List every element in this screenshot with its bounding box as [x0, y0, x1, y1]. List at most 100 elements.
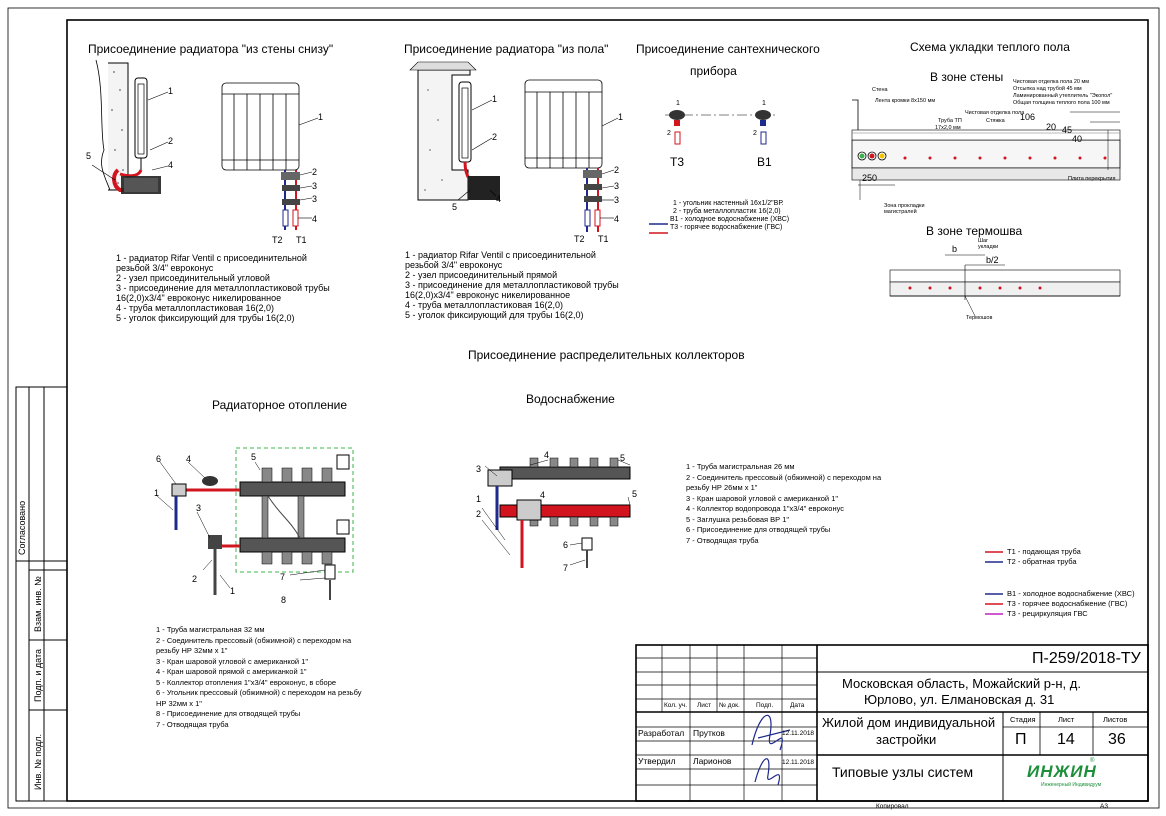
callout-4: 4 [540, 490, 546, 500]
floor-label-pipe: Труба ТП [938, 118, 962, 124]
callout-6: 6 [563, 540, 569, 550]
callout-5: 5 [251, 452, 257, 462]
date-approver: 12.11.2018 [782, 759, 815, 766]
label-t2: Т2 [272, 235, 283, 245]
list-item: 4 - Кран шаровой прямой с американкой 1" [156, 667, 307, 676]
floor-heating-drawing [851, 99, 1121, 317]
list-item: 1 - Труба магистральная 26 мм [686, 462, 795, 471]
callout-2: 2 [312, 167, 318, 177]
list-item: 7 - Отводящая труба [156, 719, 229, 729]
list-item: 1 - Труба магистральная 32 мм [156, 625, 265, 634]
logo-reg: ® [1090, 758, 1095, 764]
col-date: Дата [790, 702, 805, 709]
callout-3: 3 [614, 195, 620, 205]
label-t3: Т3 [670, 155, 685, 169]
callout-7: 7 [280, 572, 286, 582]
label-t1: Т1 [598, 234, 609, 244]
object-line2: застройки [876, 732, 937, 747]
sheet-title: Типовые узлы систем [832, 764, 974, 780]
callout-3: 3 [476, 464, 482, 474]
water-collector-drawing [481, 457, 631, 568]
label-b1: В1 [757, 155, 772, 169]
side-sign-date: Подп. и дата [33, 648, 43, 702]
date-developer: 12.11.2018 [782, 730, 815, 737]
floor-label-step: Шаг укладки [978, 238, 999, 250]
floor-label-slab: Плита перекрытия [1068, 176, 1116, 182]
callout-5: 5 [620, 453, 626, 463]
callout-3: 3 [196, 503, 202, 513]
list-item: 2 - Соединитель прессовый (обжимной) с п… [686, 472, 882, 482]
sanitary-title-line1: Присоединение сантехнического [636, 42, 820, 56]
rad-wall-list: 1 - радиатор Rifar Ventil с присоедините… [116, 253, 330, 323]
rad-floor-title: Присоединение радиатора "из пола" [404, 42, 609, 56]
floor-wall-zone-title: В зоне стены [930, 70, 1004, 84]
floor-label-pipe-size: 17х2,0 мм [935, 125, 961, 131]
list-item: 7 - Отводящая труба [686, 535, 759, 545]
callout-4: 4 [312, 214, 318, 224]
callout-2: 2 [168, 136, 174, 146]
list-item: 3 - присоединение для металлопластиковой… [116, 283, 330, 293]
sanitary-item: В1 - холодное водоснабжение (ХВС) [670, 216, 790, 223]
floor-note: Отсыпка над трубой 45 мм [1013, 86, 1082, 92]
callout-5: 5 [86, 151, 92, 161]
dim-45: 45 [1062, 125, 1073, 135]
sanitary-list: 1 - угольник настенный 16х1/2"ВР. 2 - тр… [670, 200, 790, 232]
radiator-heating-title: Радиаторное отопление [212, 398, 348, 412]
title-block-lines [635, 644, 1149, 802]
list-item: 3 - Кран шаровой угловой с американкой 1… [686, 493, 839, 503]
list-item: 6 - Присоединение для отводящей трубы [686, 525, 831, 534]
callout-4: 4 [168, 160, 174, 170]
address-line2: Юрлово, ул. Елмановская д. 31 [864, 692, 1055, 707]
col-doc: № док. [719, 702, 740, 709]
list-item: 4 - труба металлопластиковая 16(2,0) [405, 300, 564, 310]
heating-list: 1 - Труба магистральная 32 мм 2 - Соедин… [156, 625, 361, 730]
sheets-header: Листов [1103, 715, 1128, 724]
callout-1: 1 [762, 100, 766, 107]
logo-subtitle: Инженерный Индивидуум [1041, 782, 1102, 788]
company-logo: ИНЖИН [1027, 762, 1097, 781]
callout-1: 1 [318, 112, 324, 122]
floor-label-thermo: Термошов [966, 315, 993, 321]
legend-heating-t2: Т2 - обратная труба [1007, 557, 1077, 566]
floor-notes: Чистовая отделка пола 20 мм Отсыпка над … [1013, 79, 1112, 107]
legend-heating-t1: Т1 - подающая труба [1007, 547, 1081, 556]
callout-3: 3 [312, 194, 318, 204]
sheet-header: Лист [1058, 715, 1075, 724]
callout-1: 1 [676, 100, 680, 107]
legend-water-recirc: Т3 - рециркуляция ГВС [1007, 609, 1088, 618]
sheet-value: 14 [1057, 731, 1075, 748]
rad-wall-drawing [91, 59, 319, 230]
dim-b2: b/2 [986, 255, 999, 265]
address-line1: Московская область, Можайский р-н, д. [842, 676, 1081, 691]
sanitary-item: 1 - угольник настенный 16х1/2"ВР. [673, 200, 784, 207]
collectors-title: Присоединение распределительных коллекто… [468, 348, 745, 362]
list-item: 1 - радиатор Rifar Ventil с присоедините… [116, 253, 307, 263]
role-developer: Разработал [638, 728, 685, 738]
callout-1: 1 [168, 86, 174, 96]
stage-header: Стадия [1010, 715, 1036, 724]
callout-1: 1 [154, 488, 160, 498]
list-item: резьбой 3/4" евроконус [405, 260, 503, 270]
list-item: 8 - Присоединение для отводящей трубы [156, 709, 301, 718]
callout-5: 5 [632, 489, 638, 499]
floor-label-tape: Лента кромки 8х150 мм [875, 98, 936, 104]
list-item: 6 - Угольник прессовый (обжимной) с пере… [156, 688, 362, 697]
callout-2: 2 [753, 130, 757, 137]
name-developer: Прутков [693, 728, 725, 738]
dim-20: 20 [1046, 122, 1057, 132]
rad-wall-title: Присоединение радиатора "из стены снизу" [88, 42, 334, 56]
callout-4: 4 [614, 214, 620, 224]
dim-40: 40 [1072, 134, 1083, 144]
name-approver: Ларионов [693, 756, 732, 766]
callout-2: 2 [476, 509, 482, 519]
list-item: резьбой 3/4" евроконус [116, 263, 214, 273]
list-item: 2 - узел присоединительный угловой [116, 273, 270, 283]
floor-note: Ламинированный утеплитель "Экопол" [1013, 93, 1113, 99]
sanitary-title-line2: прибора [690, 64, 737, 78]
callout-2: 2 [667, 130, 671, 137]
dim-250: 250 [862, 173, 878, 183]
side-inv-orig: Инв. № подл. [33, 733, 43, 790]
callout-1: 1 [618, 112, 624, 122]
col-sign: Подп. [756, 702, 774, 709]
role-approver: Утвердил [638, 756, 676, 766]
